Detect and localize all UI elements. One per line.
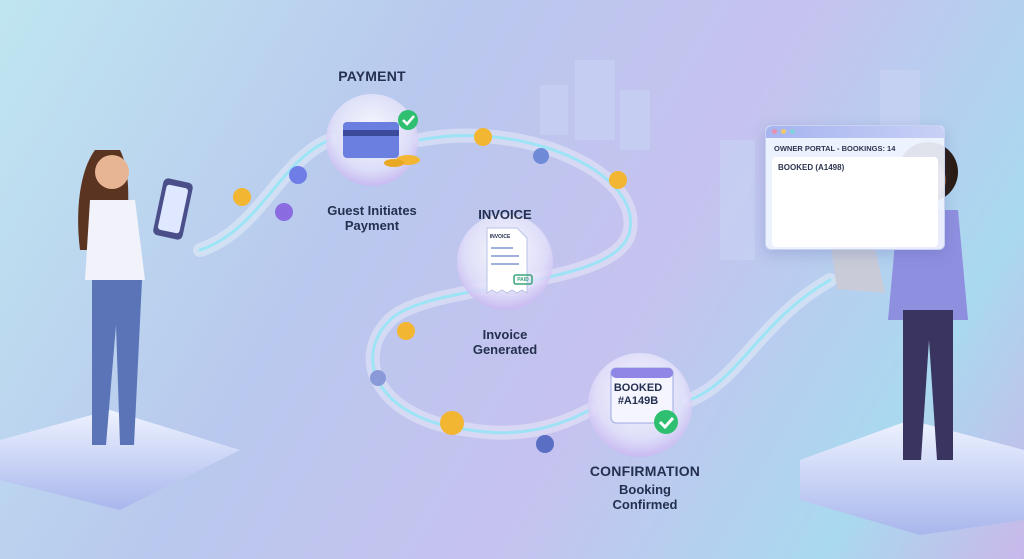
confirmation-step-caption: Booking Confirmed	[612, 482, 678, 512]
invoice-icon	[486, 227, 533, 294]
payment-step-caption: Guest Initiates Payment	[327, 203, 417, 233]
window-titlebar	[766, 126, 944, 138]
payment-step-title: PAYMENT	[338, 68, 406, 84]
booking-card: BOOKED (A1498)	[772, 157, 938, 247]
invoice-doc-label: INVOICE	[489, 234, 511, 240]
coins	[233, 128, 627, 453]
invoice-step-title: INVOICE	[478, 207, 532, 222]
right-platform	[800, 420, 1024, 535]
paid-stamp: PAID	[517, 277, 529, 283]
portal-title: OWNER PORTAL - BOOKINGS: 14	[774, 144, 896, 153]
owner-portal-window: OWNER PORTAL - BOOKINGS: 14 BOOKED (A149…	[765, 125, 945, 250]
credit-card-icon	[343, 110, 420, 167]
guest-figure	[78, 150, 193, 445]
calendar-icon	[610, 367, 678, 434]
left-platform	[0, 410, 240, 510]
calendar-line-1: BOOKED	[613, 382, 663, 394]
confirmation-step-title: CONFIRMATION	[589, 463, 701, 479]
calendar-line-2: #A149B	[617, 395, 659, 407]
calendar-text: BOOKED #A149B	[614, 382, 662, 408]
invoice-step-caption: Invoice Generated	[472, 327, 538, 357]
flow-ribbon	[193, 128, 837, 440]
booking-status: BOOKED (A1498)	[778, 163, 845, 172]
